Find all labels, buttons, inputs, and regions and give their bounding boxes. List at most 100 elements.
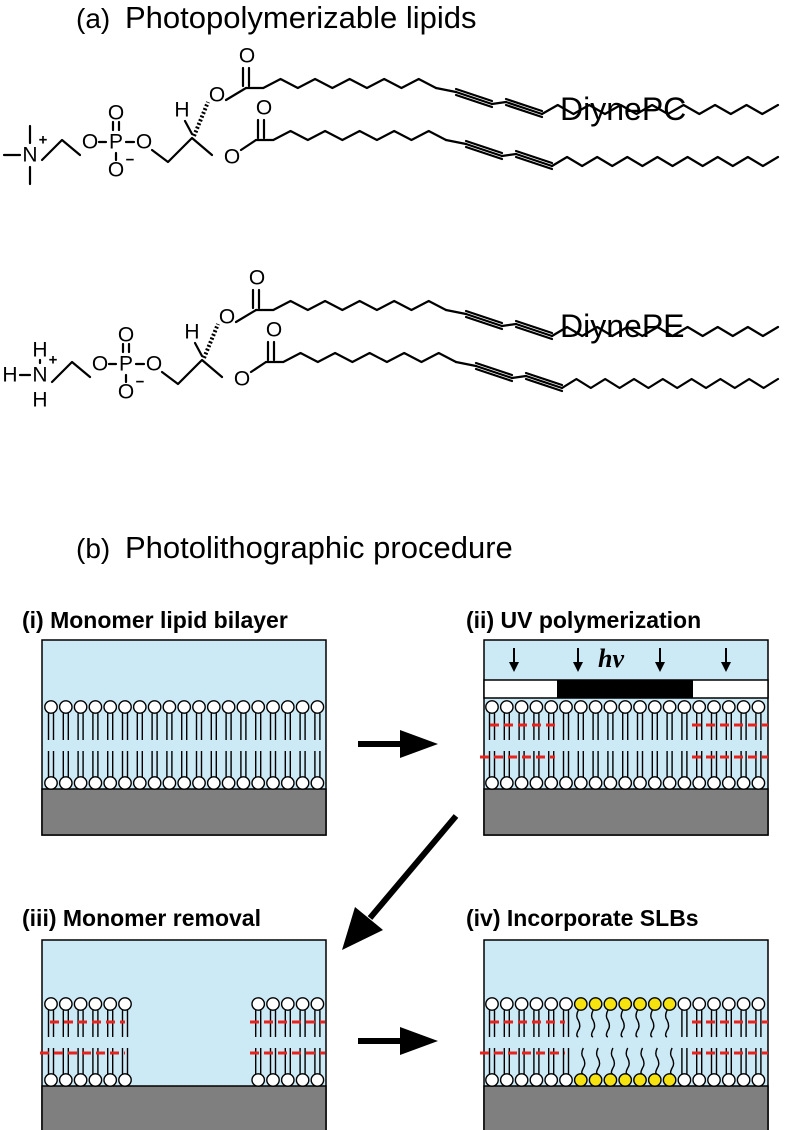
lipid-head — [485, 997, 499, 1011]
sn2-chain-saturated-2 — [540, 103, 780, 116]
lipid-head — [251, 1073, 266, 1087]
sn1-chain-link — [510, 374, 528, 380]
fluid-lipid-tail — [664, 1009, 670, 1038]
sn1-chain-triple-bond-1 — [474, 364, 514, 380]
ester-bond — [239, 138, 258, 152]
lipid-head — [58, 997, 73, 1011]
lipid-head — [177, 776, 192, 790]
lipid-head — [647, 776, 662, 790]
sn2-chain-triple-bond-2 — [504, 100, 544, 116]
lipid-head — [295, 776, 310, 790]
fluid-lipid-head — [588, 997, 603, 1011]
panel-label-iv: (iv) Incorporate SLBs — [466, 905, 699, 931]
lipid-head — [499, 1073, 514, 1087]
lipid-head — [280, 997, 295, 1011]
negative-charge: − — [136, 374, 145, 391]
lipid-head — [751, 700, 766, 714]
substrate — [483, 1085, 769, 1130]
lipid-head — [118, 776, 132, 790]
oxygen-atom: O — [118, 324, 134, 347]
fluid-lipid-head — [618, 997, 633, 1011]
lipid-head — [529, 1073, 544, 1087]
lipid-head — [73, 997, 88, 1011]
lipid-head — [251, 776, 266, 790]
lipid-head — [514, 1073, 529, 1087]
sn2-chain-triple-bond-1 — [454, 87, 494, 103]
lipid-head — [280, 700, 295, 714]
lipid-head — [707, 700, 721, 714]
fluid-lipid-head — [573, 997, 588, 1011]
sn2-chain-link — [500, 322, 518, 328]
lipid-head — [485, 776, 499, 790]
ester-bond — [249, 360, 268, 374]
sn2-chain-link — [434, 86, 458, 94]
lipid-head — [677, 997, 692, 1011]
molecule-name-diynepc: DiynePC — [560, 91, 686, 127]
lipid-head — [132, 700, 147, 714]
lipid-head — [573, 700, 588, 714]
lipid-head — [499, 700, 514, 714]
lipid-head — [603, 776, 618, 790]
fluid-lipid-head — [573, 1073, 588, 1087]
lipid-head — [295, 1073, 310, 1087]
sn1-chain-link — [444, 138, 468, 146]
lipid-head — [529, 776, 544, 790]
fluid-lipid-head — [647, 997, 662, 1011]
lipid-head — [721, 1073, 736, 1087]
stereo-hash-bond — [202, 323, 220, 359]
sn2-chain-triple-bond-1 — [464, 312, 504, 328]
lipid-head — [692, 700, 707, 714]
lipid-head — [692, 997, 707, 1011]
section-a-tag: (a) — [76, 3, 110, 34]
lipid-head — [44, 700, 58, 714]
sn2-chain-triple-bond-1 — [454, 90, 494, 106]
lipid-head — [588, 700, 603, 714]
lipid-head — [662, 776, 677, 790]
lipid-head — [485, 1073, 499, 1087]
lipid-head — [221, 700, 236, 714]
panel-uv-polymerization — [480, 639, 769, 836]
uv-light-arrowhead — [573, 662, 583, 672]
uv-light-arrowhead — [721, 662, 731, 672]
sn1-chain-triple-bond-2 — [514, 155, 554, 171]
lipid-head — [633, 776, 647, 790]
panel-incorporate-slbs — [480, 939, 769, 1130]
lipid-head — [147, 776, 162, 790]
lipid-head — [162, 700, 177, 714]
sn2-chain-triple-bond-1 — [464, 309, 504, 325]
sn1-chain-saturated-2 — [550, 155, 780, 168]
lipid-head — [721, 700, 736, 714]
lipid-head — [544, 1073, 559, 1087]
lipid-head — [44, 1073, 58, 1087]
hydrogen-atom: H — [174, 99, 189, 122]
sn1-chain-link — [500, 152, 518, 158]
carbonyl-oxygen: O — [249, 267, 265, 290]
fluid-lipid-head — [633, 1073, 647, 1087]
sn2-chain-triple-bond-2 — [504, 97, 544, 113]
hydrogen-atom: H — [32, 389, 47, 412]
sn2-chain-triple-bond-1 — [464, 315, 504, 331]
oxygen-atom: O — [136, 131, 152, 154]
sn1-chain-triple-bond-1 — [464, 142, 504, 158]
fluid-lipid-tail — [605, 1009, 611, 1038]
lipid-head — [529, 700, 544, 714]
panel-label-iii: (iii) Monomer removal — [22, 905, 261, 931]
lipid-head — [751, 1073, 766, 1087]
lipid-head — [559, 700, 573, 714]
fluid-lipid-tail — [655, 1047, 660, 1075]
lipid-head — [618, 776, 633, 790]
sn2-chain-saturated-1 — [254, 299, 448, 312]
photomask-opaque-region — [557, 680, 693, 698]
lipid-head — [44, 997, 58, 1011]
lipid-head — [58, 1073, 73, 1087]
lipid-head — [88, 700, 103, 714]
lipid-head — [662, 700, 677, 714]
lipid-head — [280, 1073, 295, 1087]
positive-charge: + — [49, 352, 58, 369]
lipid-head — [103, 997, 118, 1011]
lipid-head — [58, 776, 73, 790]
ethyl-bond — [40, 138, 82, 162]
sn1-chain-triple-bond-2 — [514, 149, 554, 165]
lipid-head — [236, 776, 251, 790]
